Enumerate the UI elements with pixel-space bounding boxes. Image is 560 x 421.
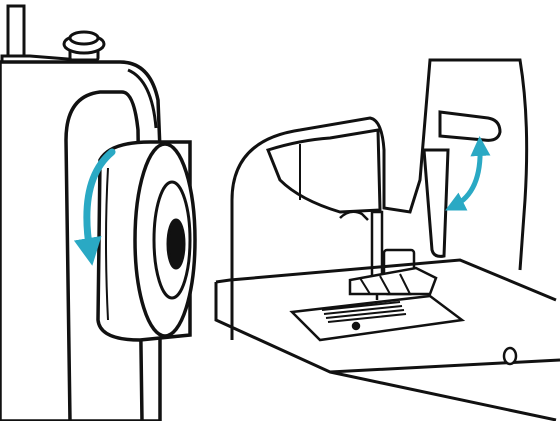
thread-guide-knob bbox=[64, 32, 104, 60]
handwheel[interactable] bbox=[98, 142, 195, 340]
machine-head bbox=[232, 60, 527, 340]
